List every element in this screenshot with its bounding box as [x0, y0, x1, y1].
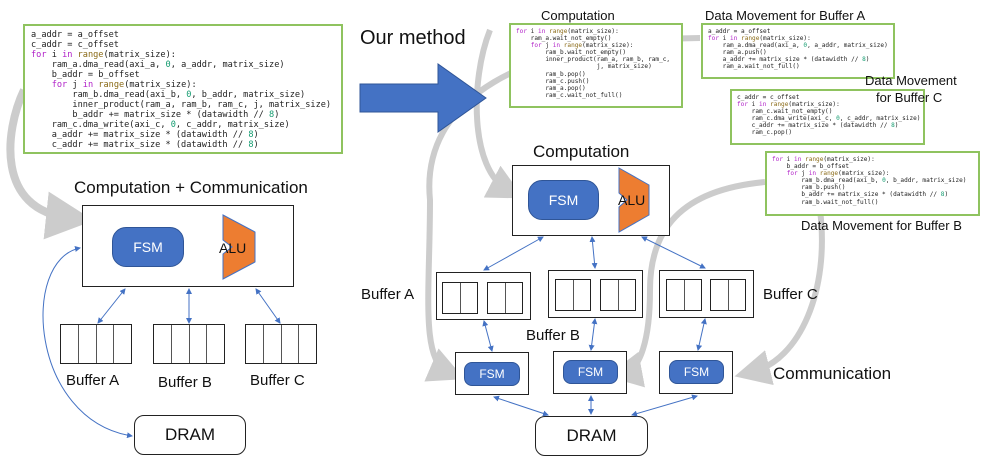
- code-line: b_addr = b_offset: [772, 163, 850, 171]
- buffer-c-label-right: Buffer C: [763, 286, 818, 303]
- fsm-block-comm-b: FSM: [563, 360, 618, 384]
- dm-c-title-line2: for Buffer C: [876, 90, 943, 105]
- code-line: ram_b.push(): [772, 184, 846, 192]
- code-line: b_addr = b_offset: [31, 70, 140, 80]
- code-line: c_addr = c_offset: [31, 40, 119, 50]
- code-line: inner_product(ram_a, ram_b, ram_c,: [516, 56, 671, 64]
- code-line: ram_a.dma_read(axi_a, 0, a_addr, matrix_…: [31, 60, 285, 70]
- alu-icon-left: [222, 214, 256, 280]
- transform-arrow-icon: [359, 63, 487, 133]
- code-line: ram_b.dma_read(axi_b, 0, b_addr, matrix_…: [772, 177, 967, 185]
- dm-b-title: Data Movement for Buffer B: [801, 218, 962, 233]
- buffer-c-bank-1: [710, 279, 746, 311]
- computation-code-title: Computation: [541, 8, 615, 23]
- communication-label: Communication: [773, 364, 892, 383]
- our-method-label: Our method: [360, 27, 466, 49]
- code-line: c_addr += matrix_size * (datawidth // 8): [31, 140, 259, 150]
- code-line: c_addr = c_offset: [737, 94, 800, 101]
- buffer-c-label-left: Buffer C: [250, 372, 305, 389]
- fsm-label: FSM: [133, 239, 163, 255]
- link-compute-buffer-a: [483, 236, 544, 271]
- fsm-block-comm-c: FSM: [669, 360, 724, 384]
- code-line: ram_a.push(): [708, 49, 767, 57]
- link-fsm-c-dram: [631, 394, 698, 417]
- code-line: ram_b.wait_not_empty(): [516, 49, 627, 57]
- code-line: c_addr += matrix_size * (datawidth // 8): [737, 122, 899, 130]
- code-line: a_addr = a_offset: [31, 30, 119, 40]
- computation-heading: Computation: [533, 142, 630, 161]
- dm-c-title-line1: Data Movement: [865, 73, 957, 88]
- code-line: ram_b.dma_read(axi_b, 0, b_addr, matrix_…: [31, 90, 306, 100]
- buffer-a-label-right: Buffer A: [361, 286, 415, 303]
- code-line: ram_a.wait_not_full(): [708, 63, 800, 71]
- buffer-a-left: [60, 324, 132, 364]
- buffer-b-bank-0: [555, 279, 591, 311]
- code-line: for i in range(matrix_size):: [31, 50, 176, 60]
- link-fsm-a-dram: [493, 395, 549, 417]
- fsm-block-comm-a: FSM: [464, 362, 520, 386]
- fsm-label: FSM: [577, 365, 604, 379]
- link-alu-buffer-a-left: [97, 288, 126, 324]
- fsm-label: FSM: [683, 365, 710, 379]
- alu-label-right: ALU: [618, 192, 646, 208]
- code-line: a_addr = a_offset: [708, 28, 771, 35]
- computation-code-block: for i in range(matrix_size): ram_a.wait_…: [509, 23, 683, 108]
- fsm-label: FSM: [479, 367, 505, 381]
- dram-label: DRAM: [164, 425, 216, 444]
- dm-b-code-block: for i in range(matrix_size): b_addr = b_…: [765, 151, 980, 216]
- code-line: for i in range(matrix_size):: [772, 156, 875, 163]
- code-line: ram_c.push(): [516, 77, 590, 85]
- code-line: for j in range(matrix_size):: [786, 170, 890, 178]
- fsm-label: FSM: [548, 192, 579, 208]
- code-line: a_addr += matrix_size * (datawidth // 8): [708, 56, 870, 64]
- code-line: b_addr += matrix_size * (datawidth // 8): [31, 110, 280, 120]
- link-alu-buffer-c-left: [255, 288, 281, 324]
- code-line: ram_b.pop(): [516, 70, 586, 78]
- buffer-b-label-right: Buffer B: [526, 327, 580, 344]
- fsm-block-left: FSM: [112, 227, 184, 267]
- buffer-c-bank-0: [666, 279, 702, 311]
- fsm-block-compute: FSM: [528, 180, 599, 220]
- code-line: ram_a.pop(): [516, 84, 586, 92]
- buffer-a-bank-1: [487, 282, 523, 314]
- code-line: ram_a.wait_not_empty(): [516, 35, 612, 43]
- dram-right: DRAM: [535, 416, 648, 456]
- code-line: for j in range(matrix_size):: [530, 42, 634, 50]
- code-line: for i in range(matrix_size):: [708, 35, 811, 43]
- code-line: for i in range(matrix_size):: [516, 28, 619, 35]
- code-line: b_addr += matrix_size * (datawidth // 8): [772, 191, 949, 199]
- dm-a-title: Data Movement for Buffer A: [705, 8, 866, 23]
- buffer-b-label-left: Buffer B: [158, 374, 212, 391]
- link-buffer-b-fsm: [588, 318, 598, 351]
- buffer-a-label-left: Buffer A: [66, 372, 120, 389]
- code-line: ram_b.wait_not_full(): [772, 198, 879, 206]
- combined-heading: Computation + Communication: [74, 178, 308, 197]
- alu-label-left: ALU: [219, 240, 247, 256]
- code-line: for j in range(matrix_size):: [51, 80, 197, 90]
- link-buffer-c-fsm: [696, 318, 707, 351]
- link-compute-buffer-b: [589, 236, 598, 269]
- code-line: ram_c.wait_not_full(): [516, 91, 623, 99]
- code-line: a_addr += matrix_size * (datawidth // 8): [31, 130, 259, 140]
- code-line: inner_product(ram_a, ram_b, ram_c, j, ma…: [31, 100, 332, 110]
- code-line: ram_a.dma_read(axi_a, 0, a_addr, matrix_…: [708, 42, 888, 50]
- code-line: for i in range(matrix_size):: [737, 101, 840, 109]
- dram-label: DRAM: [566, 426, 617, 445]
- code-line: ram_c.dma_write(axi_c, 0, c_addr, matrix…: [31, 120, 290, 130]
- code-line: j, matrix_size): [516, 63, 652, 71]
- buffer-a-bank-0: [442, 282, 478, 314]
- link-buffer-a-fsm: [482, 320, 494, 352]
- code-line: ram_c.dma_write(axi_c, 0, c_addr, matrix…: [737, 115, 921, 123]
- link-compute-buffer-c: [641, 236, 706, 269]
- buffer-b-left: [153, 324, 225, 364]
- dram-left: DRAM: [134, 415, 246, 455]
- buffer-c-left: [245, 324, 317, 364]
- code-line: ram_c.pop(): [737, 129, 793, 137]
- buffer-b-bank-1: [600, 279, 636, 311]
- code-line: ram_c.wait_not_empty(): [737, 108, 833, 116]
